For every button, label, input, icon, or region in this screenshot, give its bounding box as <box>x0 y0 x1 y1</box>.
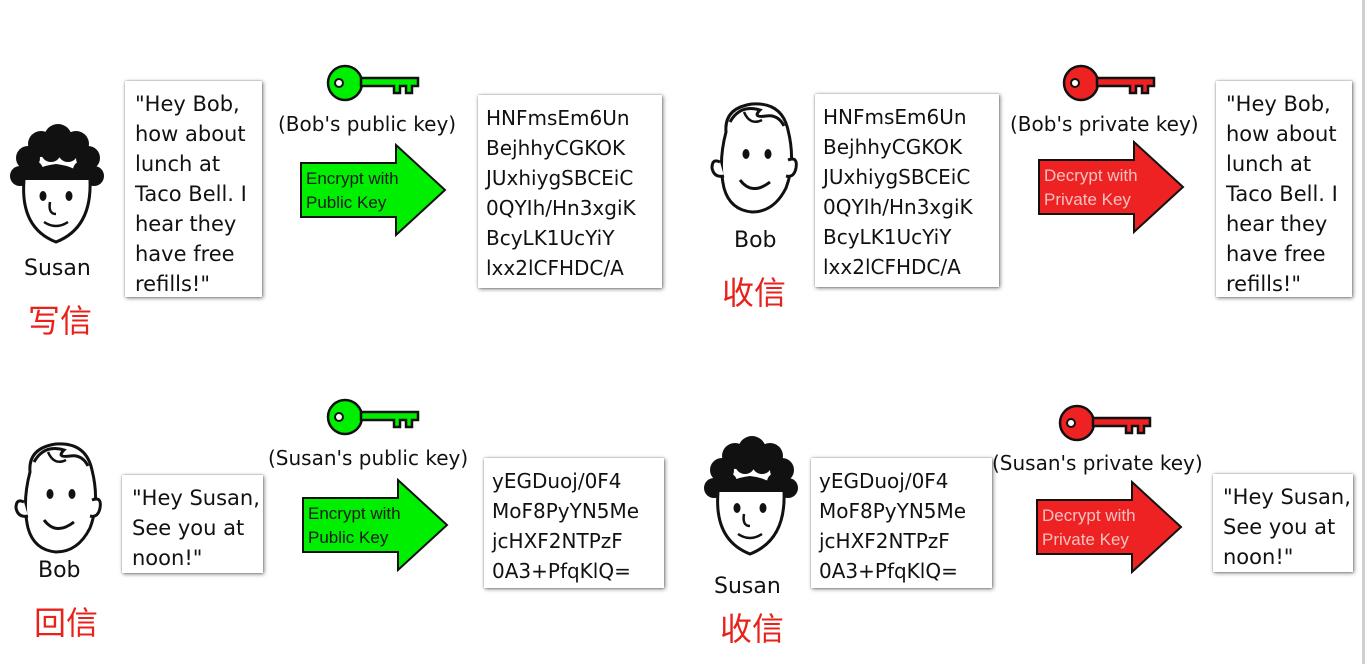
cipher-line: BcyLK1UcYiY <box>486 226 615 250</box>
cipher-line: BejhhyCGKOK <box>823 135 963 159</box>
ciphertext-box: HNFmsEm6Un BejhhyCGKOK JUxhiygSBCEiC 0QY… <box>478 95 662 288</box>
key-caption: (Susan's private key) <box>992 451 1203 475</box>
encrypt-arrow-label: Encrypt with Public Key <box>308 502 401 550</box>
message-line: refills!" <box>135 272 211 296</box>
cipher-line: yEGDuoj/0F4 <box>492 469 622 493</box>
red-arrow-icon: Decrypt with Private Key <box>1034 480 1184 575</box>
decrypted-message-box: "Hey Susan, See you at noon!" <box>1213 474 1353 572</box>
action-label-receive: 收信 <box>720 610 785 648</box>
arrow-label-line: Public Key <box>308 528 389 547</box>
cipher-line: 0QYIh/Hn3xgiK <box>486 196 636 220</box>
message-line: noon!" <box>132 546 203 570</box>
susan-face-icon <box>700 430 800 560</box>
person-name-susan: Susan <box>714 574 781 599</box>
arrow-label-line: Decrypt with <box>1042 506 1136 525</box>
message-line: Taco Bell. I <box>135 182 247 206</box>
cipher-line: JUxhiygSBCEiC <box>486 166 634 190</box>
cipher-line: jcHXF2NTPzF <box>492 529 623 553</box>
action-label-write: 写信 <box>28 302 93 340</box>
cipher-line: lxx2lCFHDC/A <box>486 256 624 280</box>
bob-face-icon <box>8 432 108 562</box>
decrypt-arrow-label: Decrypt with Private Key <box>1044 164 1138 212</box>
message-line: "Hey Susan, <box>132 486 260 510</box>
encrypt-arrow-label: Encrypt with Public Key <box>306 167 399 215</box>
message-line: noon!" <box>1223 545 1294 569</box>
message-line: See you at <box>132 516 245 540</box>
person-name-susan: Susan <box>24 256 91 281</box>
message-line: See you at <box>1223 515 1336 539</box>
message-line: Taco Bell. I <box>1226 182 1338 206</box>
cipher-line: BejhhyCGKOK <box>486 136 626 160</box>
message-line: hear they <box>135 212 237 236</box>
key-caption: (Susan's public key) <box>268 446 469 470</box>
bob-face-icon <box>704 92 804 222</box>
cipher-line: HNFmsEm6Un <box>486 106 630 130</box>
cipher-line: 0A3+PfqKlQ= <box>819 559 958 583</box>
cipher-line: MoF8PyYN5Me <box>492 499 640 523</box>
green-arrow-icon: Encrypt with Public Key <box>300 478 450 573</box>
cipher-line: 0QYIh/Hn3xgiK <box>823 195 973 219</box>
arrow-label-line: Private Key <box>1042 530 1129 549</box>
page-edge-divider <box>1362 0 1365 664</box>
plaintext-message-box: "Hey Susan, See you at noon!" <box>122 475 263 573</box>
message-line: how about <box>1226 122 1337 146</box>
cipher-line: JUxhiygSBCEiC <box>823 165 971 189</box>
person-name-bob: Bob <box>38 558 81 583</box>
cipher-line: 0A3+PfqKlQ= <box>492 559 631 583</box>
ciphertext-box: yEGDuoj/0F4 MoF8PyYN5Me jcHXF2NTPzF 0A3+… <box>811 458 992 588</box>
decrypted-message-box: "Hey Bob, how about lunch at Taco Bell. … <box>1216 81 1352 297</box>
arrow-label-line: Encrypt with <box>308 504 401 523</box>
message-line: have free <box>1226 242 1326 266</box>
red-key-icon <box>1058 402 1153 444</box>
green-key-icon <box>326 396 421 438</box>
action-label-reply: 回信 <box>34 604 99 642</box>
message-line: have free <box>135 242 235 266</box>
key-caption: (Bob's public key) <box>278 112 457 136</box>
ciphertext-box: HNFmsEm6Un BejhhyCGKOK JUxhiygSBCEiC 0QY… <box>815 94 999 287</box>
decrypt-arrow-label: Decrypt with Private Key <box>1042 504 1136 552</box>
message-line: "Hey Bob, <box>1226 92 1331 116</box>
arrow-label-line: Private Key <box>1044 190 1131 209</box>
message-line: how about <box>135 122 246 146</box>
green-arrow-icon: Encrypt with Public Key <box>298 143 448 238</box>
cipher-line: HNFmsEm6Un <box>823 105 967 129</box>
message-line: hear they <box>1226 212 1328 236</box>
message-line: lunch at <box>135 152 221 176</box>
green-key-icon <box>326 62 421 104</box>
action-label-receive: 收信 <box>722 274 787 312</box>
message-line: lunch at <box>1226 152 1312 176</box>
cipher-line: BcyLK1UcYiY <box>823 225 952 249</box>
cipher-line: MoF8PyYN5Me <box>819 499 967 523</box>
arrow-label-line: Public Key <box>306 193 387 212</box>
red-arrow-icon: Decrypt with Private Key <box>1036 140 1186 235</box>
plaintext-message-box: "Hey Bob, how about lunch at Taco Bell. … <box>125 81 262 297</box>
person-name-bob: Bob <box>734 228 777 253</box>
message-line: "Hey Bob, <box>135 92 240 116</box>
message-line: "Hey Susan, <box>1223 485 1351 509</box>
susan-face-icon <box>6 118 106 248</box>
red-key-icon <box>1062 62 1157 104</box>
cipher-line: jcHXF2NTPzF <box>819 529 950 553</box>
cipher-line: lxx2lCFHDC/A <box>823 255 961 279</box>
ciphertext-box: yEGDuoj/0F4 MoF8PyYN5Me jcHXF2NTPzF 0A3+… <box>484 458 664 588</box>
cipher-line: yEGDuoj/0F4 <box>819 469 949 493</box>
arrow-label-line: Decrypt with <box>1044 166 1138 185</box>
key-caption: (Bob's private key) <box>1010 112 1199 136</box>
message-line: refills!" <box>1226 272 1302 296</box>
arrow-label-line: Encrypt with <box>306 169 399 188</box>
